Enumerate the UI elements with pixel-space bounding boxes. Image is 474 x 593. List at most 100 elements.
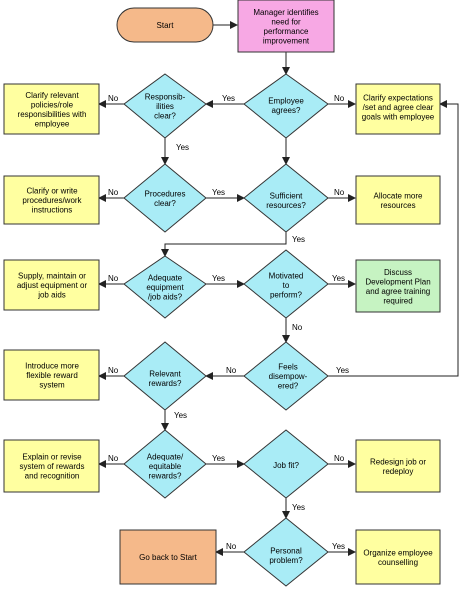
node-responsibilities[interactable] bbox=[123, 73, 207, 139]
label-line: resources bbox=[380, 201, 415, 210]
node-supply[interactable] bbox=[3, 259, 100, 311]
edge-label: Yes bbox=[222, 94, 235, 103]
edge-feels-expect bbox=[328, 100, 459, 377]
node-jobfit[interactable] bbox=[243, 429, 329, 499]
node-rewards[interactable] bbox=[123, 341, 207, 411]
label-line: perform? bbox=[270, 291, 303, 300]
label-line: Motivated bbox=[269, 272, 304, 281]
edge-label: No bbox=[108, 454, 119, 463]
node-manager[interactable] bbox=[237, 0, 335, 53]
label-line: Job fit? bbox=[273, 461, 299, 470]
node-allocate[interactable] bbox=[355, 175, 441, 225]
label-line: rewards? bbox=[149, 472, 182, 481]
label-line: Supply, maintain or bbox=[18, 272, 86, 281]
edge-label: No bbox=[292, 323, 303, 332]
edge-label: No bbox=[334, 94, 345, 103]
edge-suff-equip bbox=[161, 232, 287, 257]
label-line: counselling bbox=[378, 558, 418, 567]
edge-label: No bbox=[226, 542, 237, 551]
node-goback[interactable] bbox=[119, 529, 217, 585]
label-line: required bbox=[383, 296, 412, 305]
label-line: system bbox=[39, 381, 65, 390]
label-line: Explain or revise bbox=[22, 453, 82, 462]
edge-label: No bbox=[334, 454, 345, 463]
label-line: flexible reward bbox=[26, 371, 78, 380]
node-explain[interactable] bbox=[3, 439, 100, 493]
node-organize[interactable] bbox=[355, 529, 441, 585]
label-line: Manager identifies bbox=[253, 8, 318, 17]
node-clarify-policies[interactable] bbox=[3, 83, 100, 135]
shapes bbox=[3, 0, 441, 587]
node-feels[interactable] bbox=[243, 341, 329, 411]
node-clarify-expectations[interactable] bbox=[355, 83, 441, 135]
label-line: resources? bbox=[266, 201, 306, 210]
label-line: Feels bbox=[278, 363, 298, 372]
label-line: Sufficient bbox=[270, 191, 304, 200]
label-line: adjust equipment or bbox=[17, 281, 88, 290]
label-line: agrees? bbox=[272, 106, 301, 115]
node-clarify-procedures[interactable] bbox=[3, 175, 100, 225]
label-line: Relevant bbox=[149, 369, 181, 378]
node-equipment[interactable] bbox=[123, 255, 207, 319]
node-personal[interactable] bbox=[243, 517, 329, 587]
label-line: procedures/work bbox=[22, 196, 82, 205]
label-line: employee bbox=[35, 119, 70, 128]
label-line: Organize employee bbox=[363, 548, 433, 557]
label-clarify-expectations: Clarify expectations/set and agree clear… bbox=[362, 94, 435, 122]
node-motivated[interactable] bbox=[243, 249, 329, 319]
label-line: Clarify relevant bbox=[25, 91, 79, 100]
node-discuss[interactable] bbox=[355, 259, 441, 313]
node-redesign[interactable] bbox=[355, 439, 441, 493]
edge-label: No bbox=[108, 274, 119, 283]
node-introduce[interactable] bbox=[3, 349, 100, 401]
node-procedures[interactable] bbox=[123, 163, 207, 233]
label-line: Allocate more bbox=[374, 191, 423, 200]
edge-label: Yes bbox=[336, 366, 349, 375]
label-line: improvement bbox=[263, 36, 310, 45]
label-line: Redesign job or bbox=[370, 457, 426, 466]
node-equitable[interactable] bbox=[123, 429, 207, 499]
label-line: job aids bbox=[37, 291, 66, 300]
edge-label: Yes bbox=[212, 188, 225, 197]
edge-label: Yes bbox=[332, 274, 345, 283]
edge-label: Yes bbox=[176, 143, 189, 152]
label-line: disempow- bbox=[269, 372, 308, 381]
label-start: Start bbox=[157, 21, 175, 30]
label-jobfit: Job fit? bbox=[273, 461, 299, 470]
edge-label: Yes bbox=[292, 503, 305, 512]
label-line: equitable bbox=[149, 462, 182, 471]
node-sufficient[interactable] bbox=[243, 163, 329, 233]
edge-label: Yes bbox=[174, 411, 187, 420]
node-start[interactable] bbox=[116, 7, 214, 43]
label-line: Procedures bbox=[145, 189, 186, 198]
label-line: clear? bbox=[154, 112, 176, 121]
label-line: to bbox=[283, 281, 290, 290]
label-line: equipment bbox=[146, 283, 184, 292]
edge-label: No bbox=[108, 188, 119, 197]
label-line: Introduce more bbox=[25, 362, 79, 371]
label-line: clear? bbox=[154, 199, 176, 208]
label-line: and agree training bbox=[366, 287, 431, 296]
label-line: Responsib- bbox=[145, 93, 186, 102]
label-line: goals with employee bbox=[362, 113, 435, 122]
label-line: /set and agree clear bbox=[363, 103, 434, 112]
edge-label: No bbox=[334, 188, 345, 197]
label-line: Personal bbox=[270, 546, 302, 555]
label-line: instructions bbox=[32, 206, 72, 215]
edge-label: No bbox=[108, 366, 119, 375]
node-employee-agrees[interactable] bbox=[243, 73, 329, 139]
